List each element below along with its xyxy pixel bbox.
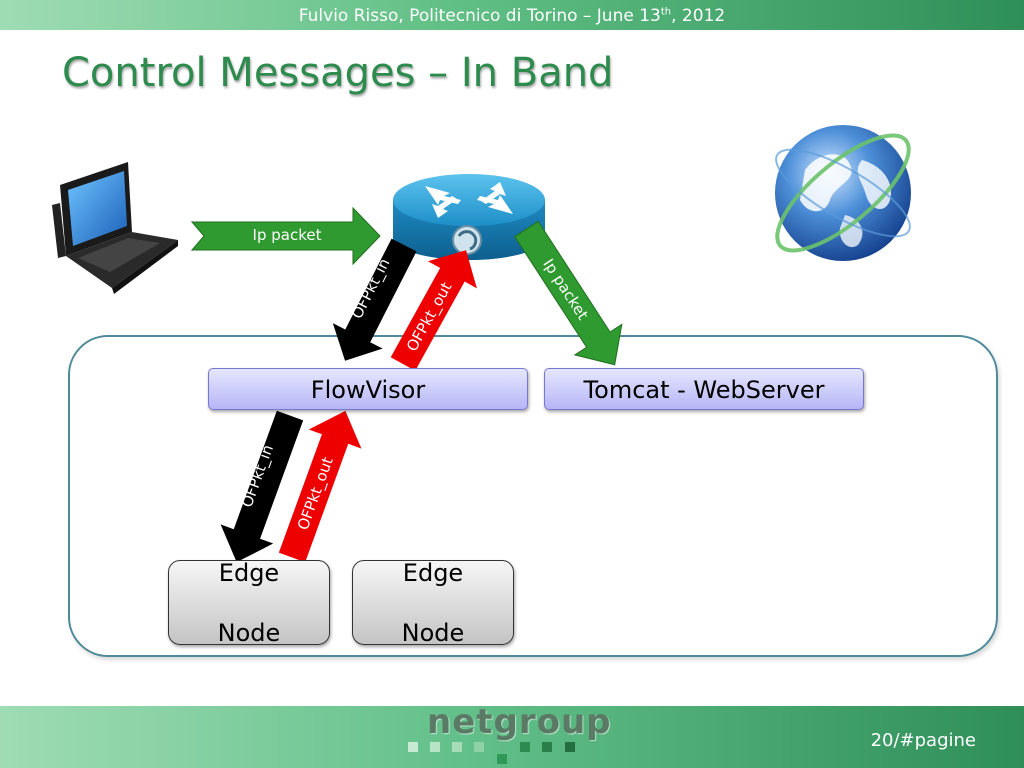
network-region [68, 335, 998, 657]
edge-node-2-line2: Node [401, 618, 465, 647]
page-number: 20/#pagine [870, 730, 976, 751]
slide-title: Control Messages – In Band [62, 50, 614, 96]
footer-bar [0, 706, 1024, 768]
header-bar [0, 0, 1024, 30]
header-text: Fulvio Risso, Politecnico di Torino – Ju… [298, 6, 726, 26]
netgroup-logo: netgroup [427, 702, 612, 742]
router-icon [393, 174, 545, 260]
tomcat-webserver-box: Tomcat - WebServer [544, 368, 864, 410]
arrow-router-to-tomcat: Ip packet [513, 220, 623, 366]
flowvisor-box: FlowVisor [208, 368, 528, 410]
label-ip-packet-1: Ip packet [253, 226, 322, 244]
laptop-icon [52, 162, 178, 294]
arrow-laptop-to-router: Ip packet [190, 206, 381, 266]
globe-icon [775, 125, 911, 261]
edge-node-1-line2: Node [217, 618, 281, 647]
edge-node-2-line1: Edge [402, 558, 464, 587]
edge-node-1-line1: Edge [218, 558, 280, 587]
